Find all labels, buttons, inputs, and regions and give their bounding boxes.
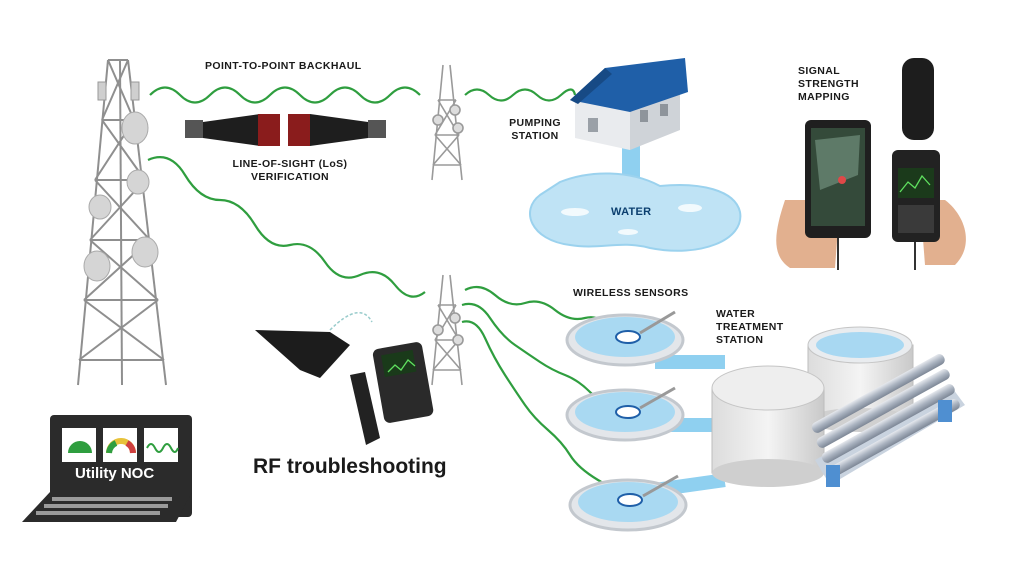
treatment-label-line3: STATION bbox=[716, 334, 764, 346]
tower-dishes bbox=[83, 81, 159, 282]
pumping-label-line2: STATION bbox=[511, 130, 559, 142]
treatment-station-label: WATER TREATMENT STATION bbox=[716, 308, 784, 347]
sensor-wave-2 bbox=[461, 302, 616, 407]
storage-tank-icon bbox=[711, 365, 825, 487]
signal-label-line1: SIGNAL bbox=[798, 65, 841, 77]
relay-tower-bottom bbox=[431, 274, 464, 386]
spectrum-analyzer-icon bbox=[255, 312, 434, 445]
signal-label-line2: STRENGTH bbox=[798, 78, 859, 90]
tablet-icon bbox=[776, 120, 871, 270]
phone-device-icon bbox=[892, 58, 966, 270]
rf-troubleshooting-label: RF troubleshooting bbox=[253, 455, 447, 478]
pumping-label-line1: PUMPING bbox=[509, 117, 561, 129]
backhaul-label: POINT-TO-POINT BACKHAUL bbox=[205, 60, 362, 72]
clarifier-tank-icon bbox=[568, 474, 688, 532]
clarifier-tank-icon bbox=[565, 386, 685, 442]
signal-mapping-label: SIGNAL STRENGTH MAPPING bbox=[798, 65, 859, 104]
sensor-wave-1 bbox=[464, 285, 613, 331]
signal-waves bbox=[147, 86, 617, 491]
signal-label-line3: MAPPING bbox=[798, 91, 850, 103]
pump-wave bbox=[464, 88, 577, 102]
backhaul-wave bbox=[149, 86, 421, 104]
los-label-line2: VERIFICATION bbox=[250, 171, 330, 183]
relay-tower-top bbox=[431, 64, 464, 181]
los-antenna-right bbox=[288, 114, 386, 146]
pumping-station-label: PUMPING STATION bbox=[500, 117, 570, 143]
treatment-label-line1: WATER bbox=[716, 308, 756, 320]
los-antenna-left bbox=[185, 114, 280, 146]
sensor-wave-3 bbox=[461, 320, 617, 491]
cell-tower-icon bbox=[77, 59, 167, 386]
water-pond bbox=[529, 172, 742, 252]
treatment-label-line2: TREATMENT bbox=[716, 321, 784, 333]
los-label: LINE-OF-SIGHT (LoS) VERIFICATION bbox=[200, 158, 380, 184]
wireless-sensors-label: WIRELESS SENSORS bbox=[573, 287, 689, 299]
utility-noc-label: Utility NOC bbox=[75, 465, 155, 482]
los-label-line1: LINE-OF-SIGHT (LoS) bbox=[232, 158, 348, 170]
clarifier-tank-icon bbox=[565, 310, 685, 367]
house-icon bbox=[570, 58, 688, 150]
filter-rack-icon bbox=[811, 354, 965, 487]
sensor-backbone-wave bbox=[147, 156, 426, 298]
water-label: WATER bbox=[611, 206, 652, 218]
laptop-icon bbox=[22, 415, 192, 522]
